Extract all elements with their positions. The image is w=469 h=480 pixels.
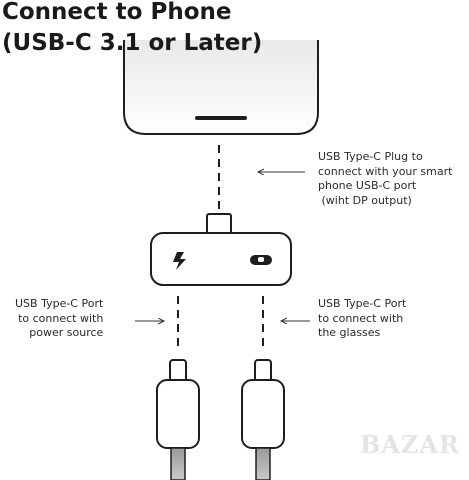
power-label-line: USB Type-C Port <box>15 297 104 310</box>
phone-home-indicator <box>195 116 247 120</box>
plug-label-line: USB Type-C Plug to <box>318 150 423 163</box>
glasses-label-line: USB Type-C Port <box>318 297 407 310</box>
power-usb-c-cable <box>156 359 200 480</box>
plug-label-line: (wiht DP output) <box>318 193 412 207</box>
plug-label: USB Type-C Plug to connect with your sma… <box>318 150 452 208</box>
adapter-usb-c-plug <box>206 213 232 235</box>
watermark-logo: BAZAR <box>360 430 460 459</box>
lightning-bolt-icon <box>173 252 186 270</box>
glasses-usb-c-cable <box>241 359 285 480</box>
adapter-body <box>150 232 292 286</box>
glasses-icon <box>250 255 272 265</box>
power-port-label: USB Type-C Port to connect with power so… <box>15 297 103 341</box>
title-line-2: (USB-C 3.1 or Later) <box>2 30 263 56</box>
power-label-line: to connect with <box>18 311 104 325</box>
glasses-label-line: the glasses <box>318 326 381 339</box>
glasses-port-label: USB Type-C Port to connect with the glas… <box>318 297 406 341</box>
plug-label-line: phone USB-C port <box>318 179 417 192</box>
phone-body <box>123 40 319 135</box>
plug-label-line: connect with your smart <box>318 164 453 178</box>
title-line-1: Connect to Phone <box>2 0 232 25</box>
glasses-label-line: to connect with <box>318 311 404 325</box>
power-label-line: power source <box>29 326 104 339</box>
